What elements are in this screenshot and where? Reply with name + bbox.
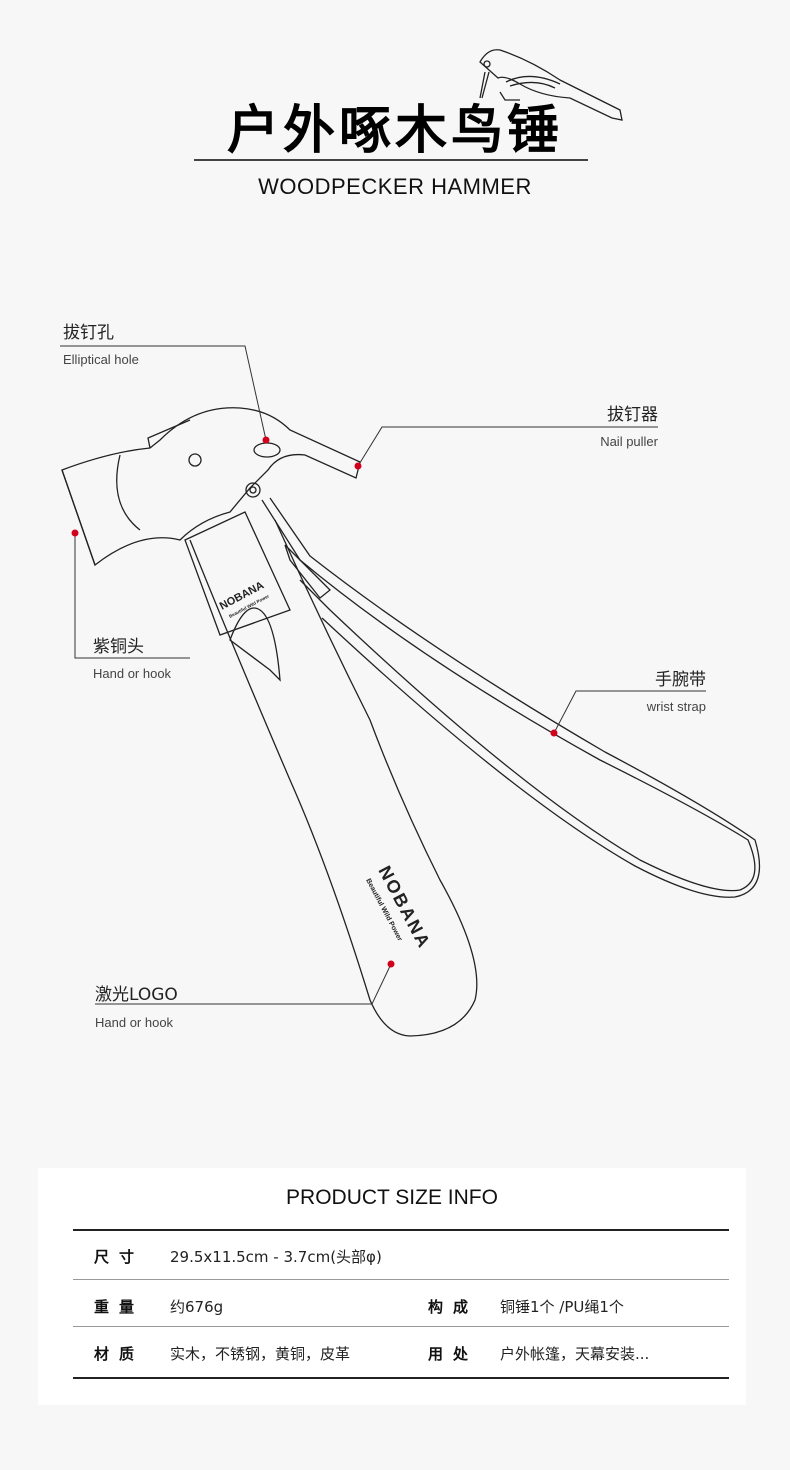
spec-key: 尺寸: [94, 1248, 145, 1266]
spec-value: 户外帐篷，天幕安装...: [500, 1345, 650, 1363]
spec-card: PRODUCT SIZE INFO 尺寸 29.5x11.5cm - 3.7cm…: [38, 1168, 746, 1405]
spec-key: 构成: [428, 1298, 479, 1316]
callout-logo-title: 激光LOGO: [95, 985, 178, 1005]
callout-head-title: 紫铜头: [93, 637, 144, 657]
spec-value: 实木，不锈钢，黄铜，皮革: [170, 1345, 351, 1363]
callout-strap-subtitle: wrist strap: [646, 699, 706, 714]
spec-value: 铜锤1个 /PU绳1个: [500, 1298, 624, 1316]
spec-value: 29.5x11.5cm - 3.7cm(头部φ): [170, 1248, 382, 1266]
divider: [73, 1326, 729, 1327]
spec-key: 重量: [94, 1298, 145, 1316]
callout-puller-subtitle: Nail puller: [600, 434, 658, 449]
spec-title: PRODUCT SIZE INFO: [286, 1186, 498, 1209]
divider: [73, 1229, 729, 1231]
wrist-strap: [261, 499, 756, 892]
spec-value: 约676g: [170, 1298, 224, 1316]
spec-key: 用处: [428, 1345, 479, 1363]
callout-dots: [71, 436, 558, 968]
callout-hole-subtitle: Elliptical hole: [63, 352, 139, 367]
page-title: 户外啄木鸟锤: [226, 101, 563, 161]
page-subtitle: WOODPECKER HAMMER: [258, 174, 532, 199]
callout-puller-title: 拔钉器: [607, 405, 658, 425]
hammer-handle: [189, 519, 478, 1037]
hammer-illustration: NOBANA Beautiful Wild Power NOBANA Beaut…: [60, 49, 761, 1037]
title-divider: [194, 159, 588, 161]
woodpecker-icon: [479, 49, 623, 121]
hammer-head: [61, 407, 361, 567]
callout-head-subtitle: Hand or hook: [93, 666, 172, 681]
callout-logo-subtitle: Hand or hook: [95, 1015, 174, 1030]
divider: [73, 1377, 729, 1379]
callout-strap-title: 手腕带: [655, 670, 706, 690]
divider: [73, 1279, 729, 1280]
brand-logo: NOBANA Beautiful Wild Power NOBANA Beaut…: [218, 579, 435, 952]
callout-hole-title: 拔钉孔: [63, 323, 114, 343]
spec-key: 材质: [94, 1345, 145, 1363]
